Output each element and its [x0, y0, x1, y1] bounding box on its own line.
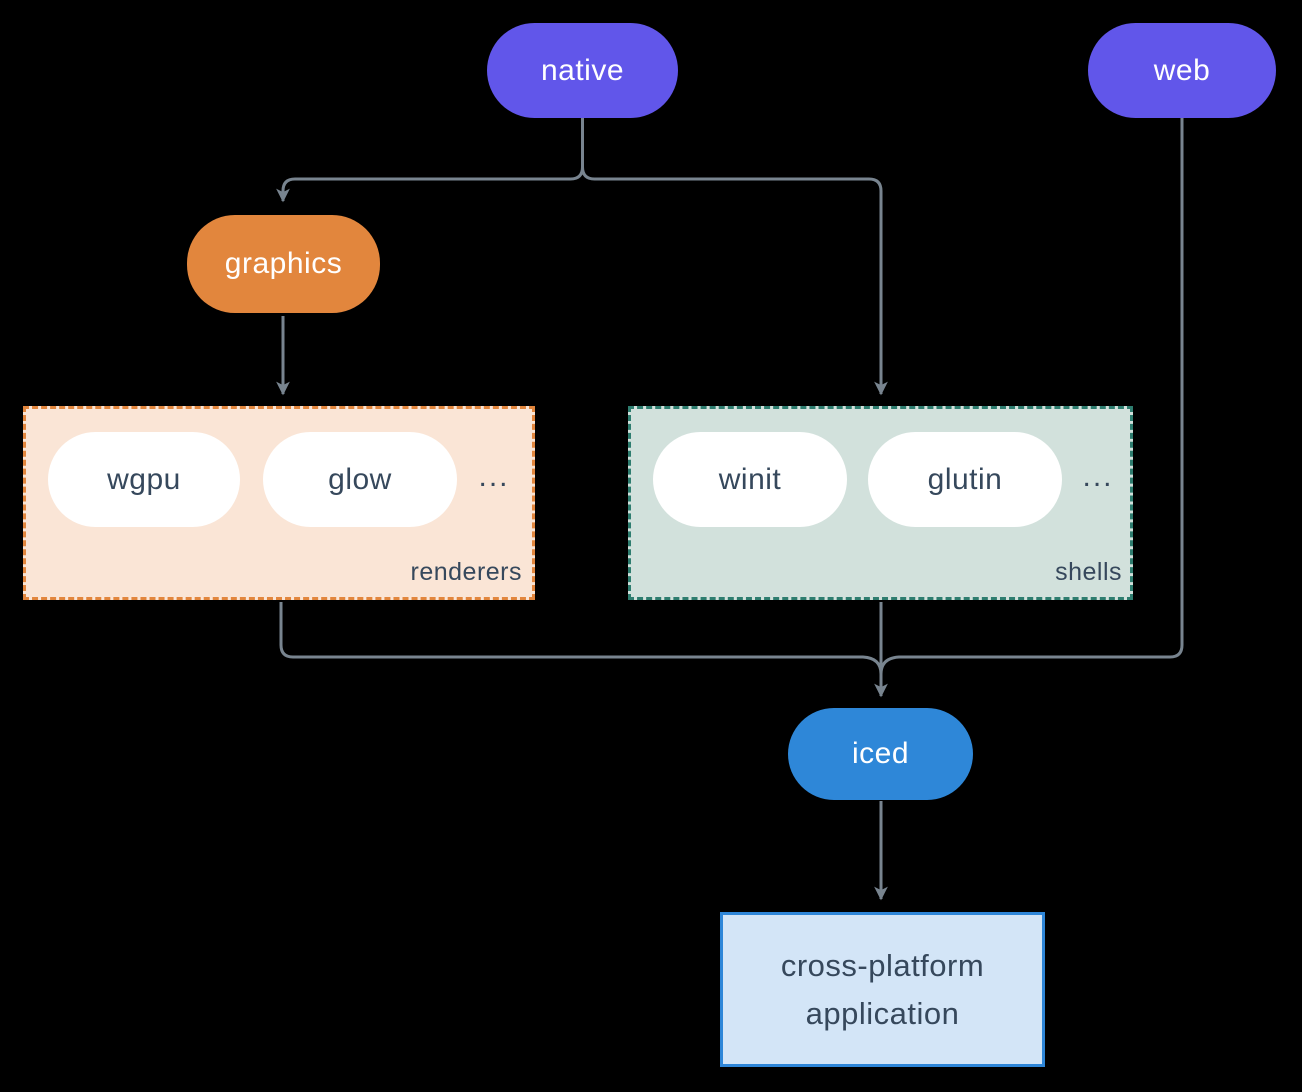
- edge-native-to-graphics: [276, 118, 584, 203]
- node-web: web: [1088, 23, 1276, 118]
- pill-winit: winit: [653, 432, 847, 527]
- renderers-label: renderers: [410, 558, 522, 586]
- shells-label: shells: [1055, 558, 1122, 586]
- application-label-line1: cross-platform: [780, 947, 985, 983]
- application-label-line2: application: [805, 995, 960, 1031]
- node-native: native: [487, 23, 678, 118]
- edge-native-to-shells: [581, 118, 888, 396]
- edge-renderers-to-merge: [279, 602, 883, 675]
- pill-glow: glow: [263, 432, 457, 527]
- pill-wgpu: wgpu: [48, 432, 240, 527]
- node-graphics: graphics: [187, 215, 380, 313]
- renderers-ellipsis: ...: [478, 460, 510, 493]
- node-iced: iced: [788, 708, 973, 800]
- pill-glutin: glutin: [868, 432, 1062, 527]
- shells-ellipsis: ...: [1082, 460, 1114, 493]
- application-box: cross-platform application: [720, 912, 1045, 1067]
